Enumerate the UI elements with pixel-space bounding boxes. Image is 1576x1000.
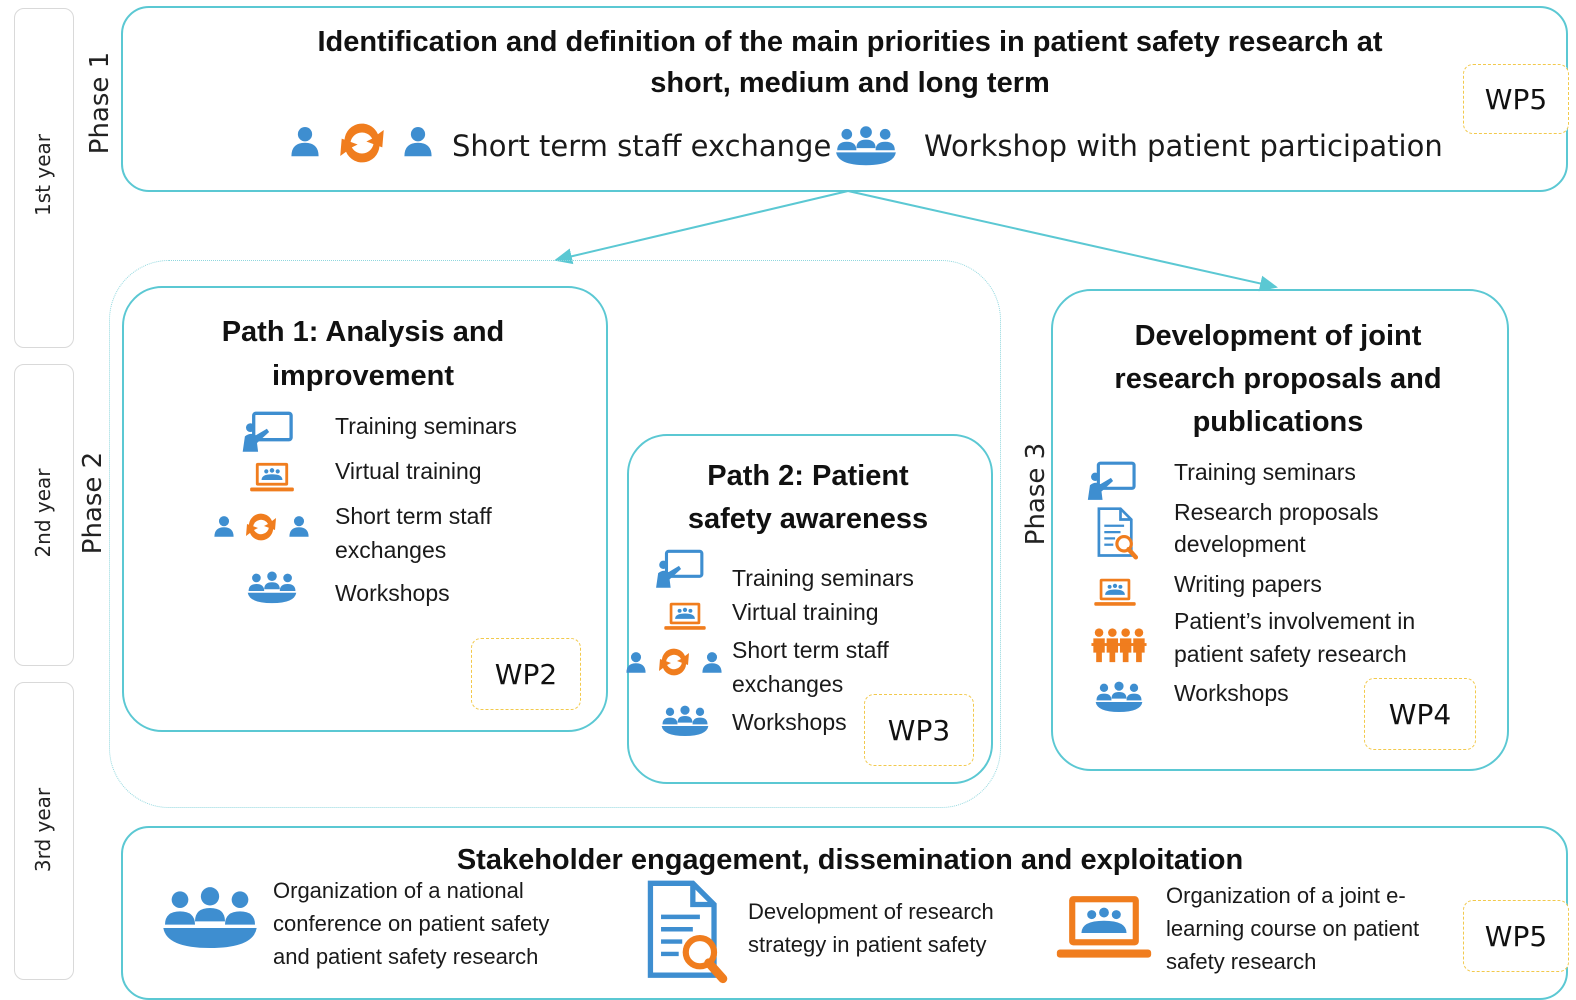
- presentation-board-icon: [240, 410, 296, 454]
- path2-item-exchange-line2: exchanges: [732, 671, 844, 697]
- person-icon: [624, 650, 648, 674]
- phase3-item-involvement-line2: patient safety research: [1174, 641, 1407, 667]
- stakeholder-item1-line1: Organization of a national: [273, 878, 524, 903]
- exchange-cycle-icon: [333, 114, 391, 172]
- workshop-group-icon: [834, 124, 898, 168]
- phase3-title-line1: Development of joint: [1134, 320, 1422, 352]
- phase1-title-line2: short, medium and long term: [650, 67, 1050, 99]
- path1-title-line1: Path 1: Analysis and: [221, 316, 505, 348]
- phase3-title-line3: publications: [1192, 406, 1364, 438]
- phase3-item-proposals-line2: development: [1174, 531, 1306, 557]
- path1-item-seminars: Training seminars: [335, 413, 517, 439]
- document-search-icon: [636, 878, 732, 984]
- phase3-item-involvement-line1: Patient’s involvement in: [1174, 608, 1416, 634]
- laptop-meeting-icon: [1092, 576, 1138, 612]
- path2-item-virtual: Virtual training: [732, 599, 879, 625]
- arrow-to-phase2: [554, 190, 849, 265]
- phase1-title-line1: Identification and definition of the mai…: [317, 26, 1383, 58]
- year-box-2: [14, 364, 74, 666]
- year-label-2: 2nd year: [31, 468, 55, 558]
- exchange-cycle-icon: [241, 507, 281, 547]
- phase1-wp-badge: WP5: [1463, 64, 1569, 134]
- workshop-group-icon: [160, 884, 260, 952]
- person-icon: [287, 124, 323, 158]
- phase3-wp-badge: WP4: [1364, 678, 1476, 750]
- path2-item-seminars: Training seminars: [732, 565, 914, 591]
- phase-label-2: Phase 2: [78, 451, 108, 555]
- document-search-icon: [1092, 506, 1140, 560]
- year-label-1: 1st year: [31, 134, 55, 216]
- stakeholder-title: Stakeholder engagement, dissemination an…: [456, 844, 1244, 876]
- stakeholder-item3-line2: learning course on patient: [1166, 916, 1420, 941]
- patient-group-icon: [1089, 626, 1149, 664]
- workshop-group-icon: [246, 570, 298, 605]
- phase3-box: [1051, 289, 1509, 771]
- laptop-meeting-icon: [662, 600, 708, 636]
- stakeholder-item2-line1: Development of research: [748, 899, 994, 924]
- stakeholder-item1-line2: conference on patient safety: [273, 911, 550, 936]
- stakeholder-wp-badge: WP5: [1463, 900, 1569, 972]
- phase3-item-workshops: Workshops: [1174, 680, 1289, 706]
- path2-title-line1: Path 2: Patient: [707, 460, 909, 492]
- path2-wp-badge: WP3: [864, 694, 974, 766]
- presentation-board-icon: [1085, 460, 1139, 502]
- laptop-meeting-icon: [248, 460, 296, 498]
- phase3-item-seminars: Training seminars: [1174, 459, 1356, 485]
- laptop-meeting-icon: [1052, 890, 1156, 972]
- person-icon: [212, 514, 236, 538]
- person-icon: [400, 124, 436, 158]
- stakeholder-item1-line3: and patient safety research: [273, 944, 539, 969]
- phase3-title-line2: research proposals and: [1114, 363, 1442, 395]
- path1-item-workshops: Workshops: [335, 580, 450, 606]
- stakeholder-item3-line3: safety research: [1166, 949, 1317, 974]
- stakeholder-item2-line2: strategy in patient safety: [748, 932, 987, 957]
- workshop-group-icon: [660, 704, 710, 738]
- path1-box: [122, 286, 608, 732]
- presentation-board-icon: [654, 548, 706, 590]
- phase-label-3: Phase 3: [1021, 442, 1051, 546]
- path1-wp-badge: WP2: [471, 638, 581, 710]
- path1-item-virtual: Virtual training: [335, 458, 482, 484]
- exchange-cycle-icon: [654, 642, 694, 682]
- person-icon: [287, 514, 311, 538]
- path2-item-exchange-line1: Short term staff: [732, 637, 889, 663]
- stakeholder-item3-line1: Organization of a joint e-: [1166, 883, 1406, 908]
- year-label-3: 3rd year: [31, 787, 55, 873]
- workshop-group-icon: [1094, 680, 1144, 714]
- year-box-3: [14, 682, 74, 980]
- person-icon: [700, 650, 724, 674]
- phase-label-1: Phase 1: [85, 51, 115, 155]
- path2-title-line2: safety awareness: [687, 503, 929, 535]
- phase1-item-exchange: Short term staff exchange: [452, 129, 832, 163]
- phase3-item-papers: Writing papers: [1174, 571, 1322, 597]
- path2-box: [627, 434, 993, 784]
- path2-item-workshops: Workshops: [732, 709, 847, 735]
- path1-item-exchange-line1: Short term staff: [335, 503, 492, 529]
- phase2-container: [109, 260, 1001, 808]
- phase1-item-workshop: Workshop with patient participation: [924, 129, 1443, 163]
- path1-item-exchange-line2: exchanges: [335, 537, 447, 563]
- phase3-item-proposals-line1: Research proposals: [1174, 499, 1379, 525]
- year-box-1: [14, 8, 74, 348]
- path1-title-line2: improvement: [271, 360, 455, 392]
